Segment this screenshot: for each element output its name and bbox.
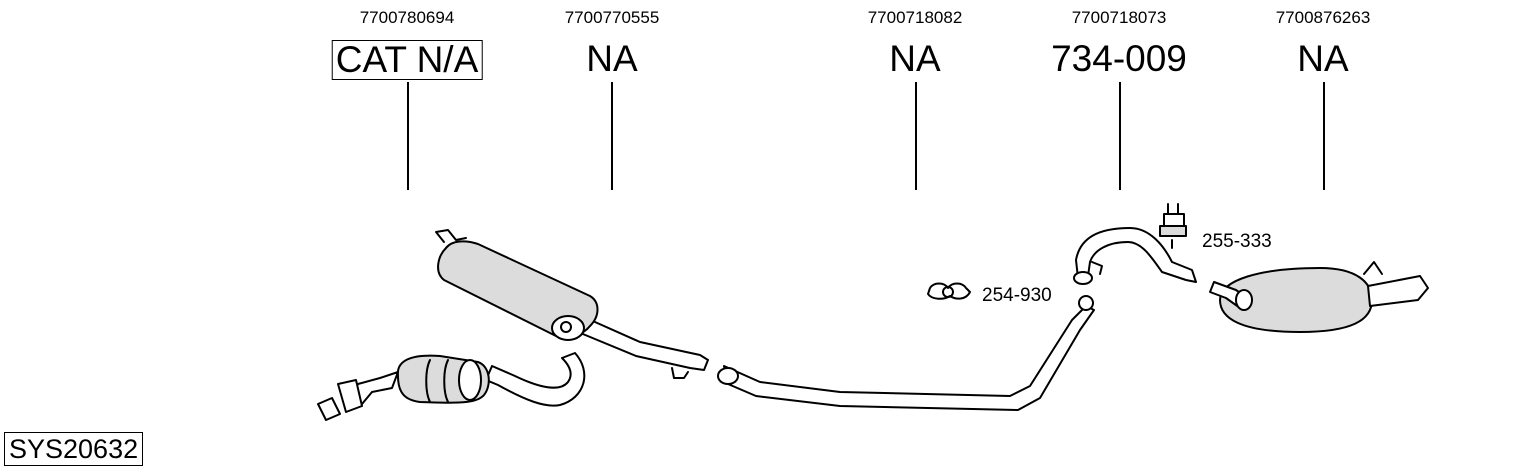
part-label[interactable]: NA: [889, 38, 941, 79]
front-silencer-icon[interactable]: [435, 229, 709, 379]
leader-line: [407, 82, 409, 190]
rubber-mount-part-label[interactable]: 255-333: [1202, 231, 1272, 252]
rubber-mount-icon[interactable]: [1159, 203, 1187, 249]
system-code-badge: SYS20632: [4, 432, 144, 466]
rear-silencer-icon[interactable]: [1209, 261, 1429, 333]
leader-line: [1323, 82, 1325, 190]
oem-number: 7700718073: [1071, 8, 1167, 27]
clamp-icon[interactable]: [927, 282, 971, 300]
clamp-part-label[interactable]: 254-930: [982, 285, 1052, 306]
part-label[interactable]: NA: [1297, 38, 1349, 79]
part-label-boxed[interactable]: CAT N/A: [331, 40, 483, 80]
oem-number: 7700780694: [359, 8, 455, 27]
oem-number: 7700876263: [1275, 8, 1371, 27]
oem-number: 7700718082: [867, 8, 963, 27]
leader-line: [611, 82, 613, 190]
leader-line: [1119, 82, 1121, 190]
part-label[interactable]: NA: [586, 38, 638, 79]
tail-pipe-icon[interactable]: [1073, 227, 1197, 285]
part-label[interactable]: 734-009: [1051, 38, 1187, 79]
leader-line: [915, 82, 917, 190]
intermediate-pipe-icon[interactable]: [717, 295, 1095, 411]
oem-number: 7700770555: [564, 8, 660, 27]
catalytic-converter-icon[interactable]: [317, 352, 586, 421]
